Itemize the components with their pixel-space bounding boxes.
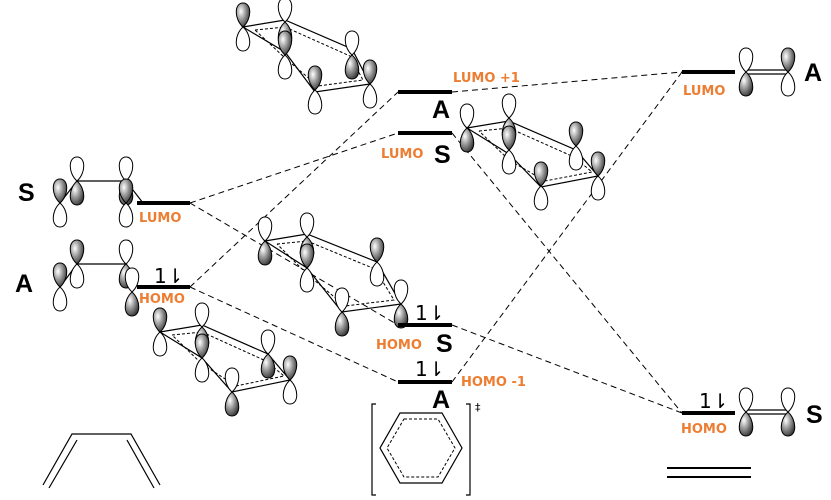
- corr-butadiene-homo-to-ts-homo1: [189, 286, 399, 383]
- corr-butadiene-homo-to-ts-lumo1: [189, 91, 399, 288]
- p-orbital-icon: [344, 30, 360, 80]
- ts-lumo-label: LUMO: [381, 147, 423, 162]
- p-orbital-icon: [152, 307, 168, 357]
- ts-homo-electrons: 1⇂: [415, 301, 444, 325]
- corr-ethylene-homo-to-ts-lumo: [451, 132, 683, 414]
- ts-homo-label: HOMO: [376, 338, 422, 353]
- transition-state-mark: ‡: [475, 401, 481, 414]
- corr-ethylene-homo-to-ts-homo: [451, 324, 683, 414]
- p-orbital-icon: [282, 355, 298, 405]
- ethylene-homo-orbital-drawing: [738, 387, 796, 437]
- ts-homo-orbital-drawing: [257, 212, 409, 337]
- right-bracket: [466, 403, 471, 496]
- corr-butadiene-lumo-to-ts-homo: [189, 202, 399, 326]
- p-orbital-icon: [260, 329, 276, 379]
- corr-ethylene-lumo-to-ts-lumo1: [451, 71, 683, 93]
- p-orbital-icon: [780, 387, 796, 437]
- hexagon: [379, 412, 463, 484]
- transition-state-structure: ‡: [371, 401, 481, 496]
- p-orbital-icon: [459, 103, 475, 153]
- ts-homo-symmetry: S: [436, 330, 453, 358]
- p-orbital-icon: [362, 59, 378, 109]
- p-orbital-icon: [590, 151, 606, 201]
- p-orbital-icon: [501, 125, 517, 175]
- ethylene-skeleton: [667, 467, 751, 478]
- ts-homo1-orbital-drawing: [152, 302, 298, 417]
- p-orbital-icon: [257, 216, 273, 266]
- p-orbital-icon: [393, 279, 409, 329]
- p-orbital-icon: [334, 287, 350, 337]
- ts-homo1-label: HOMO -1: [461, 375, 526, 390]
- p-orbital-icon: [52, 262, 68, 312]
- ethylene-homo-electrons: 1⇂: [699, 389, 728, 413]
- ts-lumo1-orbital-drawing: [235, 0, 378, 115]
- butadiene-lumo-label: LUMO: [139, 211, 181, 226]
- ts-lumo1-label: LUMO +1: [453, 71, 520, 86]
- p-orbital-icon: [224, 367, 240, 417]
- p-orbital-icon: [299, 243, 315, 293]
- ts-homo1-electrons: 1⇂: [415, 357, 444, 381]
- p-orbital-icon: [52, 178, 68, 228]
- ethylene-lumo-orbital-drawing: [738, 47, 796, 97]
- p-orbital-icon: [124, 267, 140, 317]
- ts-lumo-symmetry: S: [434, 141, 451, 169]
- butadiene-lumo-symmetry: S: [18, 179, 35, 207]
- ts-homo1-symmetry: A: [432, 386, 450, 414]
- ts-lumo1-symmetry: A: [432, 96, 450, 124]
- p-orbital-icon: [738, 387, 754, 437]
- butadiene-skeleton: [42, 433, 161, 489]
- ethylene-homo-symmetry: S: [806, 401, 823, 429]
- left-bracket: [371, 403, 376, 496]
- p-orbital-icon: [738, 47, 754, 97]
- p-orbital-icon: [780, 47, 796, 97]
- butadiene-homo-orbital-drawing: [52, 239, 140, 317]
- butadiene-homo-label: HOMO: [139, 292, 185, 307]
- ethylene-lumo-label: LUMO: [683, 84, 725, 99]
- ethylene-lumo-symmetry: A: [804, 59, 822, 87]
- butadiene-homo-electrons: 1⇂: [154, 264, 183, 288]
- p-orbital-icon: [568, 121, 584, 171]
- corr-butadiene-lumo-to-ts-lumo: [189, 132, 399, 204]
- corr-ethylene-lumo-to-ts-homo1: [451, 71, 683, 383]
- p-orbital-icon: [369, 237, 385, 287]
- butadiene-homo-symmetry: A: [15, 270, 33, 298]
- correlation-lines: [189, 71, 683, 414]
- p-orbital-icon: [235, 2, 251, 52]
- delocalized-ring: [386, 418, 456, 478]
- p-orbital-icon: [307, 65, 323, 115]
- butadiene-lumo-orbital-drawing: [52, 156, 144, 228]
- p-orbital-icon: [194, 333, 210, 383]
- ethylene-homo-label: HOMO: [681, 422, 727, 437]
- ts-lumo-orbital-drawing: [459, 93, 606, 211]
- p-orbital-icon: [277, 30, 293, 80]
